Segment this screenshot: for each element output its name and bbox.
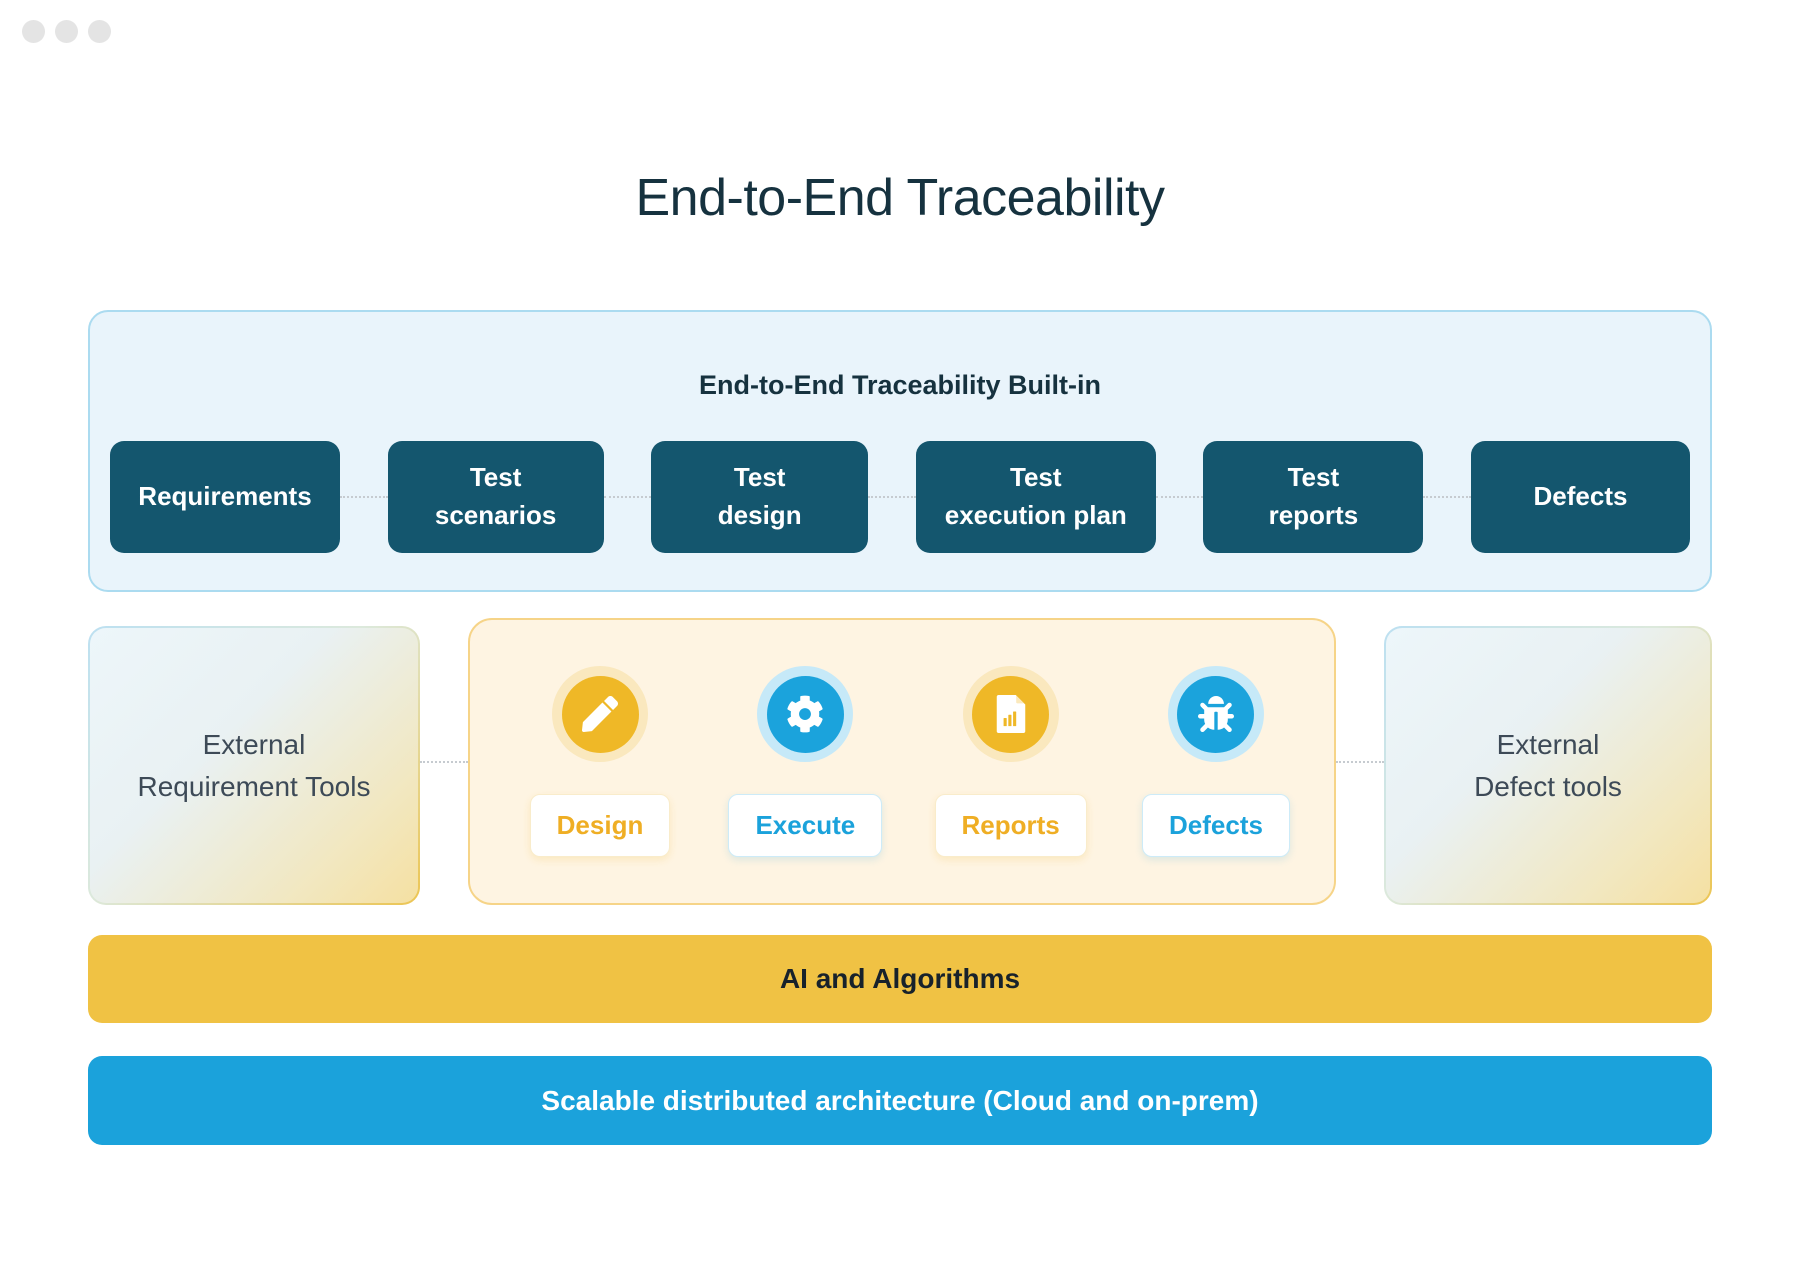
stage-label: Test design	[717, 462, 802, 530]
report-file-icon	[962, 666, 1059, 762]
module-defects: Defects	[1142, 666, 1290, 903]
pencil-icon-circle	[561, 675, 639, 753]
stage-test-execution-plan: Test execution plan	[915, 441, 1156, 553]
stage-row: Requirements Test scenarios Test design …	[110, 441, 1690, 553]
bug-icon-circle	[1177, 675, 1255, 753]
pencil-icon	[552, 666, 648, 762]
design-label-chip: Design	[529, 794, 671, 857]
module-execute: Execute	[728, 666, 883, 903]
defects-label-chip: Defects	[1142, 794, 1290, 857]
stage-label: Defects	[1533, 481, 1628, 512]
module-reports: Reports	[934, 666, 1087, 903]
external-defect-tools-label: External Defect tools	[1474, 728, 1622, 802]
stage-label: Test execution plan	[944, 462, 1127, 530]
external-requirement-tools-box: External Requirement Tools	[88, 626, 420, 905]
stage-label: Test reports	[1268, 462, 1359, 530]
dotted-connector	[603, 496, 652, 498]
traceability-panel-heading: End-to-End Traceability Built-in	[698, 370, 1101, 400]
external-requirement-tools-label: External Requirement Tools	[137, 728, 371, 802]
external-defect-tools-box: External Defect tools	[1384, 626, 1712, 905]
dotted-connector	[1155, 496, 1204, 498]
stage-label: Requirements	[138, 481, 312, 512]
stage-test-scenarios: Test scenarios	[387, 441, 604, 553]
dotted-connector	[340, 496, 388, 498]
window-dot	[22, 20, 45, 43]
external-requirement-tools-box-inner: External Requirement Tools	[90, 628, 418, 903]
product-modules-panel: Design Execute	[468, 618, 1336, 905]
gear-icon-circle	[766, 675, 844, 753]
window-controls	[22, 20, 111, 43]
dotted-connector	[420, 760, 468, 763]
stage-label: Test scenarios	[434, 462, 557, 530]
stage-defects: Defects	[1470, 441, 1690, 553]
scalable-architecture-bar: Scalable distributed architecture (Cloud…	[88, 1056, 1712, 1145]
module-design: Design	[529, 666, 671, 903]
window-dot	[88, 20, 111, 43]
dotted-connector	[1336, 760, 1384, 763]
dotted-connector	[868, 496, 916, 498]
dotted-connector	[1423, 496, 1471, 498]
report-file-icon-circle	[972, 675, 1050, 753]
execute-label-chip: Execute	[728, 794, 883, 857]
stage-test-design: Test design	[651, 441, 869, 553]
external-defect-tools-box-inner: External Defect tools	[1386, 628, 1710, 903]
bug-icon	[1167, 666, 1264, 762]
traceability-panel: End-to-End Traceability Built-in Require…	[88, 310, 1712, 592]
page-title: End-to-End Traceability	[635, 169, 1166, 227]
reports-label-chip: Reports	[934, 794, 1087, 857]
integration-row: External Requirement Tools Design	[88, 618, 1712, 905]
stage-requirements: Requirements	[110, 441, 340, 553]
ai-and-algorithms-bar: AI and Algorithms	[88, 935, 1712, 1023]
gear-icon	[757, 666, 854, 762]
window-dot	[55, 20, 78, 43]
stage-test-reports: Test reports	[1203, 441, 1424, 553]
